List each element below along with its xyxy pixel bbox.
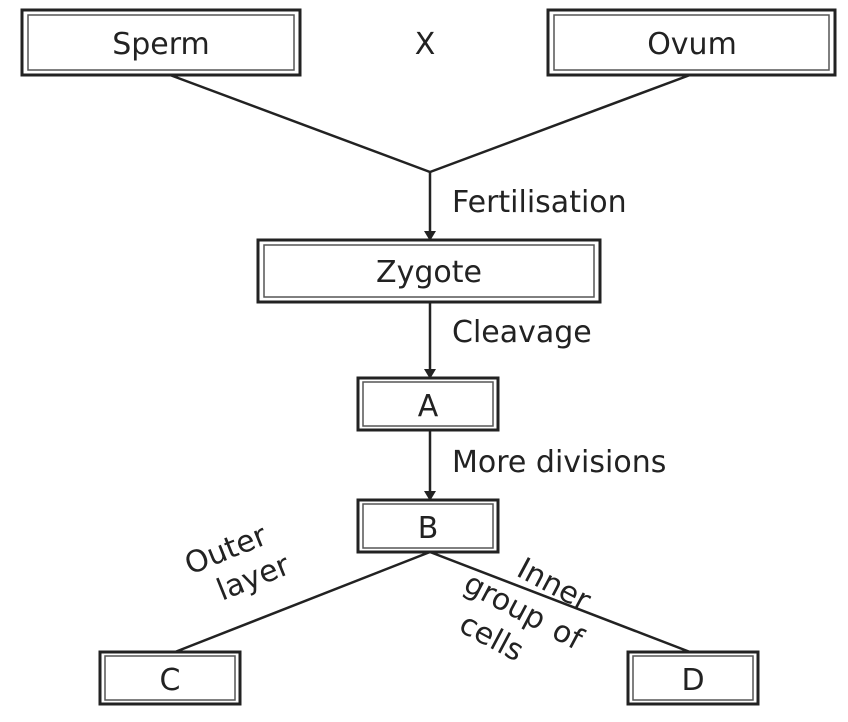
- c-node: C: [98, 650, 242, 706]
- b-to-d-line: [429, 550, 691, 654]
- a-node: A: [356, 376, 500, 432]
- sperm-node: Sperm: [20, 8, 302, 77]
- cleavage-label: Cleavage: [452, 315, 592, 350]
- d-node: D: [626, 650, 760, 706]
- b-node: B: [356, 498, 500, 554]
- inner-group-label: Inner group of cells: [453, 551, 596, 669]
- ovum-node: Ovum: [546, 8, 837, 77]
- connector-lines: [169, 73, 691, 654]
- a-label: A: [418, 389, 439, 424]
- cross-symbol: X: [415, 27, 436, 62]
- c-label: C: [160, 663, 181, 698]
- fertilisation-label: Fertilisation: [452, 185, 627, 220]
- more-divisions-label: More divisions: [452, 445, 666, 480]
- b-to-c-line: [174, 550, 431, 654]
- ovum-to-fusion-line: [429, 73, 691, 174]
- zygote-node: Zygote: [256, 238, 602, 304]
- inner-group-word-3: of: [546, 613, 589, 658]
- sperm-to-fusion-line: [169, 73, 431, 174]
- b-label: B: [418, 511, 439, 546]
- outer-layer-label: Outer layer: [180, 518, 296, 608]
- sperm-label: Sperm: [112, 27, 210, 62]
- d-label: D: [681, 663, 704, 698]
- zygote-label: Zygote: [376, 255, 482, 290]
- ovum-label: Ovum: [647, 27, 737, 62]
